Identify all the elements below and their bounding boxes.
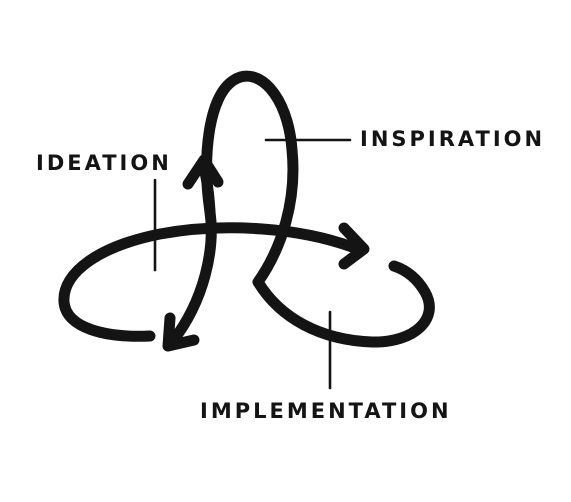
- upward-arrow-icon: [182, 154, 224, 190]
- right-arrow-icon: [338, 222, 370, 270]
- left-down-arrow-icon: [162, 312, 200, 352]
- ideation-loop: [58, 222, 358, 342]
- inspiration-label: INSPIRATION: [360, 127, 545, 151]
- implementation-label: IMPLEMENTATION: [200, 399, 452, 423]
- ideation-label: IDEATION: [36, 151, 172, 175]
